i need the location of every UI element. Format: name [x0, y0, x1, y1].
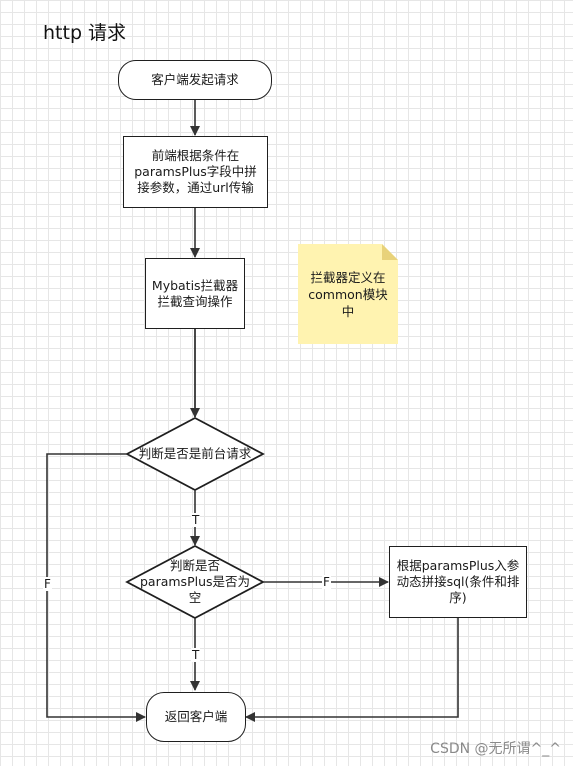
start-node-label: 客户端发起请求	[151, 72, 239, 87]
sticky-note-text: 拦截器定义在common模块中	[308, 269, 388, 319]
start-node: 客户端发起请求	[118, 60, 272, 100]
edge-label-decision2-false: F	[322, 575, 331, 589]
decision-frontend-request-label: 判断是否是前台请求	[138, 446, 252, 461]
assemble-sql-node: 根据paramsPlus入参动态拼接sql(条件和排序)	[389, 546, 527, 618]
edge-decision1-false	[46, 453, 146, 722]
edge-label-decision1-false: F	[43, 577, 52, 591]
decision-params-empty-label: 判断是否paramsPlus是否为空	[139, 558, 251, 605]
edge-label-decision1-true: T	[191, 513, 201, 527]
return-client-label: 返回客户端	[164, 709, 228, 724]
edge-assemble-to-end	[245, 617, 459, 722]
edge-label-decision2-true: T	[191, 648, 201, 662]
return-client-node: 返回客户端	[146, 692, 246, 742]
csdn-watermark: CSDN @无所谓^_^	[430, 741, 561, 757]
diagram-title: http 请求	[43, 22, 127, 44]
sticky-note-fold	[382, 244, 398, 260]
frontend-params-label: 前端根据条件在paramsPlus字段中拼接参数，通过url传输	[134, 148, 257, 195]
sticky-note-shape	[298, 244, 398, 344]
frontend-params-node: 前端根据条件在paramsPlus字段中拼接参数，通过url传输	[123, 136, 268, 208]
mybatis-interceptor-node: Mybatis拦截器拦截查询操作	[145, 258, 245, 329]
assemble-sql-label: 根据paramsPlus入参动态拼接sql(条件和排序)	[396, 558, 520, 605]
mybatis-interceptor-label: Mybatis拦截器拦截查询操作	[151, 277, 239, 309]
